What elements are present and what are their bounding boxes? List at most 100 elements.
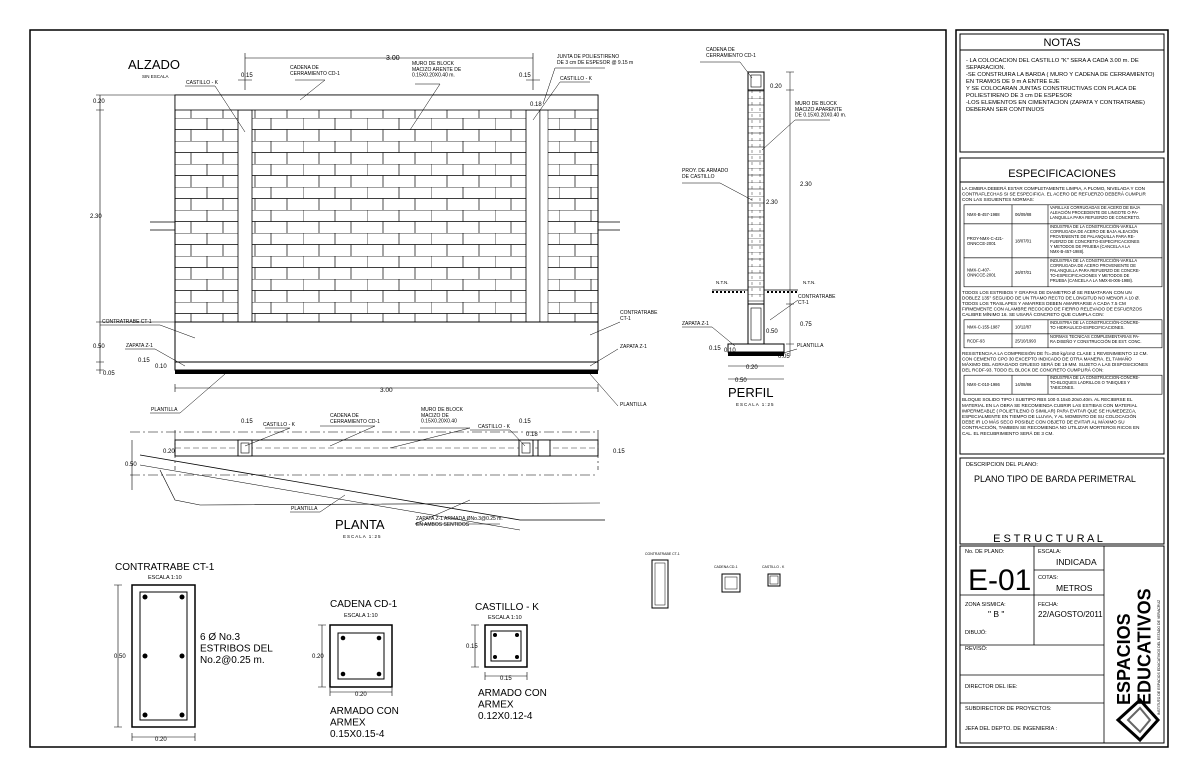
- spec-text-line: TODOS LOS ESTRIBOS Y GRAPAS DE DIAMETRO …: [962, 290, 1132, 295]
- perfil-dim-075: 0.75: [800, 322, 812, 328]
- alzado-dim-bottom: 0.05: [103, 371, 115, 377]
- spec-norm-code: NMX-C-155-1987: [967, 324, 1000, 329]
- alzado-dim-bottom-total: 3.00: [380, 387, 393, 394]
- spec-norm-desc: NORMAS TECNICAS COMPLEMENTARIAS PA-: [1050, 334, 1140, 339]
- perfil-scale: ESCALA 1:25: [736, 402, 775, 407]
- spec-text-line: LA CIMBRA DEBERÁ ESTAR COMPLETAMENTE LIM…: [962, 185, 1145, 191]
- spec-text-line: CAL. EL RECUBRIMIENTO SERÁ DE 3 CM.: [962, 430, 1054, 436]
- spec-norm-desc: INDUSTRIA DE LA CONSTRUCCIÓN-VARILLA: [1050, 224, 1137, 229]
- cadena-dim-w: 0.20: [355, 692, 367, 698]
- spec-text-line: IMPERMEABLE ( POLIETILENO O SIMILAR) PAR…: [962, 408, 1136, 413]
- zona-label: ZONA SISMICA:: [965, 602, 1006, 608]
- desc-value: PLANO TIPO DE BARDA PERIMETRAL: [974, 474, 1136, 484]
- especificaciones-panel: ESPECIFICACIONES LA CIMBRA DEBERÁ ESTAR …: [959, 157, 1165, 455]
- spec-norm-desc: FUERZO DE CONCRETO-ESPECIFICACIONES: [1050, 239, 1140, 244]
- director-label: DIRECTOR DEL IEE:: [965, 684, 1018, 690]
- mini-cd-label: CADENA CD-1: [714, 565, 738, 569]
- spec-text-line: BLOQUE SOLIDO TIPO I SUBTIPO RBS 100 0.1…: [962, 397, 1133, 402]
- spec-text-line: FIRMEMENTE CON ALAMBRE RECOCIDO DE FIERR…: [962, 307, 1142, 312]
- spec-norm-desc: Y METODOS DE PRUEBA (CANCELA A LA: [1050, 244, 1130, 249]
- planta-view: 0.50 0.20 0.15 0.15 0.15 0.18 CASTILLO -…: [125, 407, 625, 539]
- planta-dim-width: 0.50: [125, 462, 137, 468]
- planta-title: PLANTA: [335, 517, 385, 532]
- zapata: [174, 361, 599, 371]
- notas-lines: - LA COLOCACION DEL CASTILLO "K" SERA A …: [966, 58, 1155, 113]
- especificaciones-content: LA CIMBRA DEBERÁ ESTAR COMPLETAMENTE LIM…: [962, 185, 1163, 436]
- notas-line: -LOS ELEMENTOS EN CIMENTACION (ZAPATA Y …: [966, 100, 1145, 106]
- plantilla: [175, 370, 598, 374]
- spec-text-line: CON CEMENTO CPO 30 EXCEPTO INDICADO DE O…: [962, 355, 1132, 361]
- planta-label-plantilla: PLANTILLA: [291, 506, 318, 512]
- perfil-dim-020: 0.20: [746, 365, 758, 371]
- perfil-dim-top: 0.20: [770, 84, 782, 90]
- planta-dim-joint: 0.18: [526, 432, 538, 438]
- planta-label-castillo-right: CASTILLO - K: [478, 424, 511, 430]
- reviso-label: REVISÓ:: [965, 645, 988, 652]
- spec-text-line: CON LAS SIGUIENTES NORMAS:: [962, 197, 1034, 202]
- alzado-label-zapata-left: ZAPATA Z-1: [126, 343, 153, 349]
- spec-norm-date: 10/12/87: [1015, 324, 1032, 329]
- spec-norm-code: ONNCCE-2001: [967, 272, 997, 277]
- alzado-dim-total: 3.00: [386, 55, 400, 62]
- fecha-value: 22/AGOSTO/2011: [1038, 610, 1103, 619]
- escala-value: INDICADA: [1056, 557, 1097, 567]
- spec-text-line: ESPECIALMENTE EN TIEMPO DE LLUVIA, Y AL …: [962, 413, 1136, 419]
- spec-norm-desc: INDUSTRIA DE LA CONSTRUCCIÓN-CONCRE-: [1050, 375, 1140, 380]
- perfil-label-plantilla: PLANTILLA: [797, 343, 824, 349]
- alzado-dim-zapata-b: 0.10: [155, 364, 167, 370]
- title-block: DESCRIPCION DEL PLANO: PLANO TIPO DE BAR…: [959, 457, 1165, 744]
- spec-norm-code: NMX-C-010-1986: [967, 382, 1000, 387]
- spec-norm-desc: RA DISEÑO Y CONSTRUCCIÓN DE EST. CONC.: [1050, 339, 1142, 344]
- notas-line: SEPARACION.: [966, 65, 1006, 71]
- spec-norm-desc: VARILLAS CORRUGADAS DE ACERO DE BAJA: [1050, 205, 1141, 210]
- escala-label: ESCALA:: [1038, 549, 1062, 555]
- spec-norm-desc: NMX-B-457-1988).: [1050, 249, 1084, 254]
- mini-ck-label: CASTILLO - K: [762, 565, 785, 569]
- spec-norm-desc: INDUSTRIA DE LA CONSTRUCCIÓN-CONCRE-: [1050, 320, 1140, 325]
- planta-dim-left: 0.20: [163, 449, 175, 455]
- castillo-left: [237, 109, 253, 323]
- perfil-label-ntn-left: N.T.N.: [716, 280, 729, 285]
- planta-castillo-right: [518, 439, 534, 457]
- cadena-cerramiento: [174, 94, 599, 111]
- planta-label-zapata: ZAPATA Z-1 ARMADA ØNo.3@0.25 m.EN AMBOS …: [416, 516, 503, 528]
- notas-line: DEBERAN SER CONTINUOS: [966, 107, 1044, 113]
- perfil-label-zapata: ZAPATA Z-1: [682, 321, 709, 327]
- spec-norm-desc: PROVENIENTE DE PALANQUILLA PARA RE-: [1050, 234, 1135, 239]
- spec-text-line: MATERIAL EN LA OBRA SE RECOMIENDA CUBRIR…: [962, 403, 1138, 408]
- alzado-label-zapata-right: ZAPATA Z-1: [620, 344, 647, 350]
- spec-norm-desc: TO HIDRAULICO-ESPECIFICACIONES.: [1050, 325, 1125, 330]
- alzado-view: ALZADO SIN ESCALA 3.00 0.15 0.15 0.20 2.…: [90, 53, 658, 414]
- perfil-dim-height: 2.30: [766, 200, 778, 206]
- planta-dim-right: 0.15: [613, 449, 625, 455]
- spec-text-line: DOBLEZ 135° SEGUIDO DE UN TRAMO RECTO DE…: [962, 295, 1140, 300]
- spec-text-line: CONTRACCIÓN, TAMBIEN SE RECOMIENDA NO UT…: [962, 424, 1139, 430]
- castillo-scale: ESCALA 1:10: [488, 615, 522, 621]
- spec-norm-code: NMX-B-457-1988: [967, 212, 1000, 217]
- jefa-label: JEFA DEL DEPTO. DE INGENIERIA :: [965, 726, 1057, 732]
- planta-castillo-left: [237, 439, 253, 457]
- mini-ct-label: CONTRATRABE CT-1: [645, 552, 680, 556]
- alzado-label-castillo-right: CASTILLO - K: [560, 76, 593, 82]
- logo-text: ESPACIOSEDUCATIVOS: [1114, 588, 1155, 705]
- alzado-label-castillo-left: CASTILLO - K: [186, 80, 219, 86]
- spec-text-line: DEBE IR LO MÁS SECO POSIBLE CON OBJETO D…: [962, 419, 1125, 425]
- cadena-scale: ESCALA 1:10: [344, 613, 378, 619]
- cotas-value: METROS: [1056, 583, 1093, 593]
- spec-text-line: TODOS LOS TRASLAPES Y AMARRES DEBEN AMAR…: [962, 301, 1126, 306]
- perfil-dim-015: 0.15: [709, 346, 721, 352]
- notas-line: Y SE COLOCARAN JUNTAS CONSTRUCTIVAS CON …: [966, 86, 1137, 92]
- alzado-label-plantilla-right: PLANTILLA: [620, 402, 647, 408]
- notas-panel: NOTAS - LA COLOCACION DEL CASTILLO "K" S…: [959, 33, 1165, 153]
- planta-dim-c2: 0.15: [519, 419, 531, 425]
- spec-norm-desc: PRUEBA (CANCELA A LA NMX-B-006-1988).: [1050, 278, 1133, 283]
